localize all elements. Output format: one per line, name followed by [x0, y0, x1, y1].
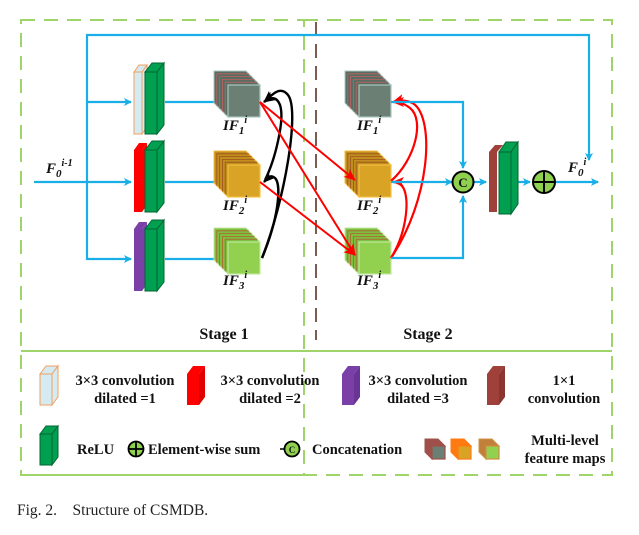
multi-level-feature-maps-icon: [424, 438, 501, 461]
stage2-flow: [391, 100, 599, 260]
stage1-map-label-1: IF1i: [222, 115, 247, 137]
element-wise-sum-node: [532, 170, 556, 194]
stage2-label: Stage 2: [403, 326, 452, 343]
svg-text:3×3 convolution: 3×3 convolution: [221, 373, 320, 389]
stage2-map-label-3: IF3i: [356, 270, 381, 292]
relu-block-icon: [143, 139, 166, 214]
s2-map2-to-map1: [390, 97, 419, 182]
stage1-map-label-2: IF2i: [222, 195, 247, 217]
cross-map1-to-map2: [259, 101, 356, 181]
output-label: F0i: [567, 157, 587, 179]
cross-map2-to-map3: [259, 181, 356, 256]
legend-cube-2: [450, 438, 473, 461]
map3-to-concat: [391, 195, 467, 260]
skip-connection: [85, 33, 593, 260]
legend-item-relu: ReLU: [39, 424, 115, 467]
conv-branch-3: [134, 218, 166, 293]
legend-item-concat: C Concatenation: [280, 440, 402, 458]
stage2-feature-map-1: [344, 70, 393, 119]
conv-branch-2: [134, 139, 166, 214]
relu-block-icon: [143, 218, 166, 293]
legend-item-sum: Element-wise sum: [127, 440, 260, 458]
conv-dilated-2-block-icon: [187, 366, 205, 405]
svg-text:ReLU: ReLU: [77, 442, 115, 458]
stage2-feature-map-3: [344, 227, 393, 276]
svg-text:feature maps: feature maps: [525, 451, 606, 467]
legend-cube-1: [424, 438, 447, 461]
legend-cube-3: [478, 438, 501, 461]
s2-map3-to-map1: [390, 94, 428, 259]
figure-caption: Fig. 2. Structure of CSMDB.: [17, 502, 208, 519]
svg-text:Element-wise sum: Element-wise sum: [148, 442, 260, 458]
conv-branch-1: [133, 61, 166, 136]
svg-text:3×3 convolution: 3×3 convolution: [76, 373, 175, 389]
stage1-feature-map-3: [213, 227, 262, 276]
fusion-conv: [489, 140, 519, 216]
relu-block-icon: [498, 140, 519, 216]
frame-right-part: [21, 19, 613, 476]
svg-text:dilated =2: dilated =2: [239, 391, 301, 407]
conv-1x1-block-icon: [489, 145, 503, 212]
svg-text:dilated =3: dilated =3: [387, 391, 449, 407]
relu-block-icon: [143, 61, 166, 136]
frame-left-part: [20, 19, 305, 476]
legend-item-conv-d3: 3×3 convolution dilated =3: [342, 366, 467, 407]
svg-text:Multi-level: Multi-level: [531, 433, 599, 449]
relu-block-icon: [39, 424, 59, 467]
legend: 3×3 convolution dilated =1 3×3 convoluti…: [39, 364, 606, 467]
svg-text:3×3 convolution: 3×3 convolution: [369, 373, 468, 389]
conv-1x1-block-icon: [487, 366, 505, 405]
feature-maps: [213, 70, 393, 276]
legend-item-multilevel: Multi-level feature maps: [424, 433, 606, 467]
stage1-feature-map-2: [213, 150, 262, 199]
svg-text:F0i: F0i: [567, 157, 587, 179]
conv-dilated-1-block-icon: [39, 364, 59, 407]
svg-text:convolution: convolution: [528, 391, 601, 407]
outer-frame: [20, 19, 613, 476]
element-wise-sum-icon: [127, 440, 145, 458]
stage2-feedback-arrows: [390, 94, 428, 259]
concatenation-icon: C: [280, 440, 301, 458]
svg-text:1×1: 1×1: [553, 373, 576, 389]
input-label: F0i-1: [45, 158, 73, 180]
stage2-feature-map-2: [344, 150, 393, 199]
stage1-map-label-3: IF3i: [222, 270, 247, 292]
stage1-label: Stage 1: [199, 326, 248, 343]
concatenation-node: C: [451, 170, 475, 194]
concatenation-icon: [451, 170, 475, 194]
legend-item-conv-1x1: 1×1 convolution: [487, 366, 600, 407]
feedback-map2-to-map1: [263, 91, 283, 181]
stage1-feedback-arrows: [260, 89, 294, 259]
feedback-map3-to-map2: [260, 170, 280, 259]
conv-dilated-3-block-icon: [342, 366, 360, 405]
svg-text:Concatenation: Concatenation: [312, 442, 402, 458]
concat-symbol: C: [458, 175, 467, 190]
cross-map1-to-map3: [259, 101, 356, 256]
stage2-map-label-1: IF1i: [356, 115, 381, 137]
svg-text:F0i-1: F0i-1: [45, 158, 73, 180]
svg-text:C: C: [289, 445, 296, 455]
svg-text:dilated =1: dilated =1: [94, 391, 156, 407]
stage1-feature-map-1: [213, 70, 262, 119]
legend-item-conv-d2: 3×3 convolution dilated =2: [187, 366, 319, 407]
cross-stage-arrows: [259, 101, 356, 256]
map1-to-concat: [391, 100, 467, 169]
legend-item-conv-d1: 3×3 convolution dilated =1: [39, 364, 175, 407]
stage2-map-label-2: IF2i: [356, 195, 381, 217]
